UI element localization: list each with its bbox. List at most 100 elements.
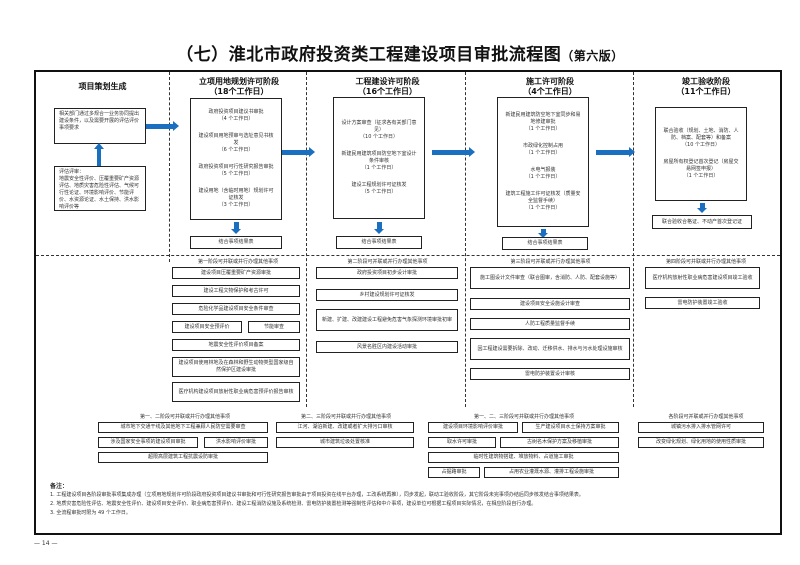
planning-box-conditions: 相关部门通过多规合一业务协同提出建设条件，以及需要开展的评估评价事项要求 [54, 108, 146, 144]
stage2-parallel-title: 第二阶段可并联或并行办理其他事项 [347, 259, 428, 265]
stage2-main-box: 设计方案审查（征求各有关部门意见）（10 个工作日） 新建民用建筑项目防空地下室… [333, 97, 425, 219]
item-name: 联合验收（规划、土地、消防、人防、档案、配套等）和备案 [663, 128, 739, 141]
parallel-item: 雷电防护装置设计审核 [470, 368, 630, 380]
item-days: （1 个工作日） [525, 205, 561, 211]
parallel-item: 建设项目使用林地及在森林和野生动物类型国家级自然保护区建设审批 [172, 357, 300, 377]
stage3-title: 施工许可阶段 （4个工作日） [470, 77, 630, 97]
item-days: （4 个工作日） [218, 116, 254, 122]
parallel-item: 建设项目安全设施设计审查 [470, 298, 630, 310]
diagram-frame [34, 70, 782, 535]
item-days: （3 个工作日） [218, 202, 254, 208]
stage1-result: 结合事项结果表 [190, 236, 282, 249]
cross-all-title: 各阶段可并联或并行办理其他事项 [668, 414, 744, 420]
parallel-item: 建设项目安全预评价 [172, 321, 242, 333]
planning-box-assessments: 评估评审： 地震安全性评价、压覆重要矿产资源评估、地质灾害危险性评估、气候可行性… [54, 166, 146, 211]
parallel-item: 节能审查 [248, 321, 300, 333]
cross-item: 涉及国家安全事项的建设项目审批 [98, 437, 198, 448]
parallel-item: 施工图设计文件审查（联合图审，含消防、人防、配套设施等） [470, 267, 630, 289]
item-name: 水电气报装 [530, 167, 556, 173]
parallel-item: 雷电防护装置竣工验收 [645, 297, 760, 309]
item-days: （5 个工作日） [361, 189, 397, 195]
item-days: （6 个工作日） [218, 147, 254, 153]
divider-stage1 [306, 72, 307, 407]
arrow-down-icon [538, 229, 548, 238]
notes-section: 备注： 1. 工程建设项目各阶段审批事项集成办理（立项用地规划许可阶段政府投资项… [50, 482, 770, 518]
parallel-item: 建设工程文物保护和考古许可 [172, 285, 300, 297]
note-line: 1. 工程建设项目各阶段审批事项集成办理（立项用地规划许可阶段政府投资项目建议书… [50, 492, 584, 498]
cross-item: 生产建设项目水土保持方案审批 [522, 422, 619, 433]
parallel-item: 医疗机构放射性职业病危害建设项目竣工验收 [645, 267, 760, 289]
stage3-item: 市政绿化控制占用（1 个工作日） [523, 143, 563, 157]
note-line: 3. 全流程审批时限为 49 个工作日。 [50, 510, 131, 516]
stage1-title: 立项用地规划许可阶段 （18个工作日） [175, 77, 303, 97]
item-name: 建设工程规划许可证核发 [351, 182, 407, 188]
stage2-item: 新建民用建筑项目防空地下室设计条件审核（1 个工作日） [340, 151, 418, 172]
item-name: 政府投资项目可行性研究报告审批 [198, 164, 274, 170]
stage3-item: 新建民用建筑防空地下室同步和易地修建审批（1 个工作日） [504, 112, 582, 133]
item-name: 建筑工程施工许可证核发（质量安全监督手续） [505, 191, 581, 204]
cross-item: 洪水影响评价审批 [204, 437, 268, 448]
stage4-name: 竣工验收阶段 [682, 77, 730, 86]
item-name: 新建民用建筑防空地下室同步和易地修建审批 [505, 112, 581, 125]
cross-item: 改变绿化规划、绿化用地的使用性质审批 [638, 437, 764, 448]
divider-stage3 [633, 72, 634, 407]
cross-item: 占用农业灌溉水源、灌排工程设施审批 [484, 467, 619, 478]
stage4-parallel-title: 第四阶段可并联或并行办理其他事项 [665, 259, 746, 265]
stage1-parallel-title: 第一阶段可并联或并行办理其他事项 [197, 259, 278, 265]
item-name: 房屋所有权登记首次登记（房屋交易网签申报） [663, 159, 739, 172]
parallel-item: 风景名胜区内建设活动审批 [316, 341, 458, 353]
stage3-item: 水电气报装（1 个工作日） [526, 167, 561, 181]
stage3-parallel-title: 第三阶段可并联或并行办理其他事项 [510, 259, 591, 265]
cross-item: 城镇污水排入排水管网许可 [638, 422, 764, 433]
stage2-title: 工程建设许可阶段 （16个工作日） [310, 77, 465, 97]
item-days: （1 个工作日） [361, 165, 397, 171]
cross-item: 城市地下交通干线及其他地下工程兼顾人民防空需要审查 [98, 422, 268, 433]
cross-s23-title: 第二、三阶段可并联或并行办理其他事项 [300, 414, 391, 420]
cross-item: 江河、湖泊新建、改建或者扩大排污口审核 [276, 422, 414, 433]
stage3-item: 建筑工程施工许可证核发（质量安全监督手续）（1 个工作日） [504, 191, 582, 212]
stage1-item: 政府投资项目可行性研究报告审批（5 个工作日） [198, 164, 273, 178]
item-days: （1 个工作日） [683, 173, 719, 179]
arrow-right-icon [282, 147, 315, 157]
stage4-main-box: 联合验收（规划、土地、消防、人防、档案、配套等）和备案（10 个工作日） 房屋所… [655, 107, 747, 201]
stage4-item: 房屋所有权登记首次登记（房屋交易网签申报）（1 个工作日） [662, 159, 740, 180]
item-name: 新建民用建筑项目防空地下室设计条件审核 [341, 151, 417, 164]
arrow-down-icon [697, 203, 707, 213]
arrow-right-icon [596, 147, 635, 157]
stage4-item: 联合验收（规划、土地、消防、人防、档案、配套等）和备案（10 个工作日） [662, 128, 740, 149]
stage1-item: 政府投资项目建议书审批（4 个工作日） [208, 109, 263, 123]
item-name: 建设用地（含临时用地）规划许可证核发 [198, 188, 274, 201]
cross-item: 建设项目环境影响评价审批 [428, 422, 518, 433]
planning-title: 项目策划生成 [78, 82, 127, 91]
divider-planning [169, 72, 170, 262]
cross-item: 古树名木保护方案及移植审批 [500, 437, 619, 448]
title-edition: （第六版） [561, 49, 624, 63]
divider-horizontal [36, 255, 780, 256]
item-name: 设计方案审查（征求各有关部门意见） [341, 120, 417, 133]
stage2-item: 设计方案审查（征求各有关部门意见）（10 个工作日） [340, 120, 418, 141]
cross-item: 超限高层建筑工程抗震设防审批 [98, 452, 268, 463]
parallel-item: 因工程建设需要拆除、改动、迁移供水、排水与污水处理设施审核 [470, 338, 630, 360]
stage4-title: 竣工验收阶段 （11个工作日） [636, 77, 776, 97]
parallel-item: 政府投资项目初步设计审批 [316, 267, 458, 279]
stage1-main-box: 政府投资项目建议书审批（4 个工作日） 建设项目用地预审与选址意见书核发（6 个… [190, 98, 282, 220]
item-days: （10 个工作日） [682, 142, 720, 148]
parallel-item: 新建、扩建、改建建设工程避免危害气象探测环境审批初审 [316, 309, 458, 331]
item-days: （1 个工作日） [525, 126, 561, 132]
stage4-result: 联合验收合格证、不动产首次登记证 [652, 215, 752, 229]
divider-stage2 [465, 72, 466, 407]
item-name: 建设项目用地预审与选址意见书核发 [198, 133, 274, 146]
parallel-item: 建设项目压覆重要矿产资源审批 [172, 267, 300, 279]
cross-item: 城市建筑垃圾处置核准 [276, 437, 414, 448]
cross-s12-title: 第一、二阶段可并联或并行办理其他事项 [139, 414, 230, 420]
stage3-result: 结合事项结果表 [502, 237, 588, 250]
parallel-item: 医疗机构建设项目放射性职业病危害预评价报告审核 [172, 382, 300, 402]
cross-item: 取水许可审批 [428, 437, 496, 448]
stage4-days: （11个工作日） [676, 87, 736, 96]
arrow-right-icon [432, 147, 475, 157]
parallel-item: 危险化学品建设项目安全条件审查 [172, 303, 300, 315]
arrow-up-icon [94, 143, 104, 166]
item-days: （1 个工作日） [525, 150, 561, 156]
parallel-item: 乡村建设规划许可证核发 [316, 289, 458, 301]
stage1-item: 建设用地（含临时用地）规划许可证核发（3 个工作日） [197, 188, 275, 209]
